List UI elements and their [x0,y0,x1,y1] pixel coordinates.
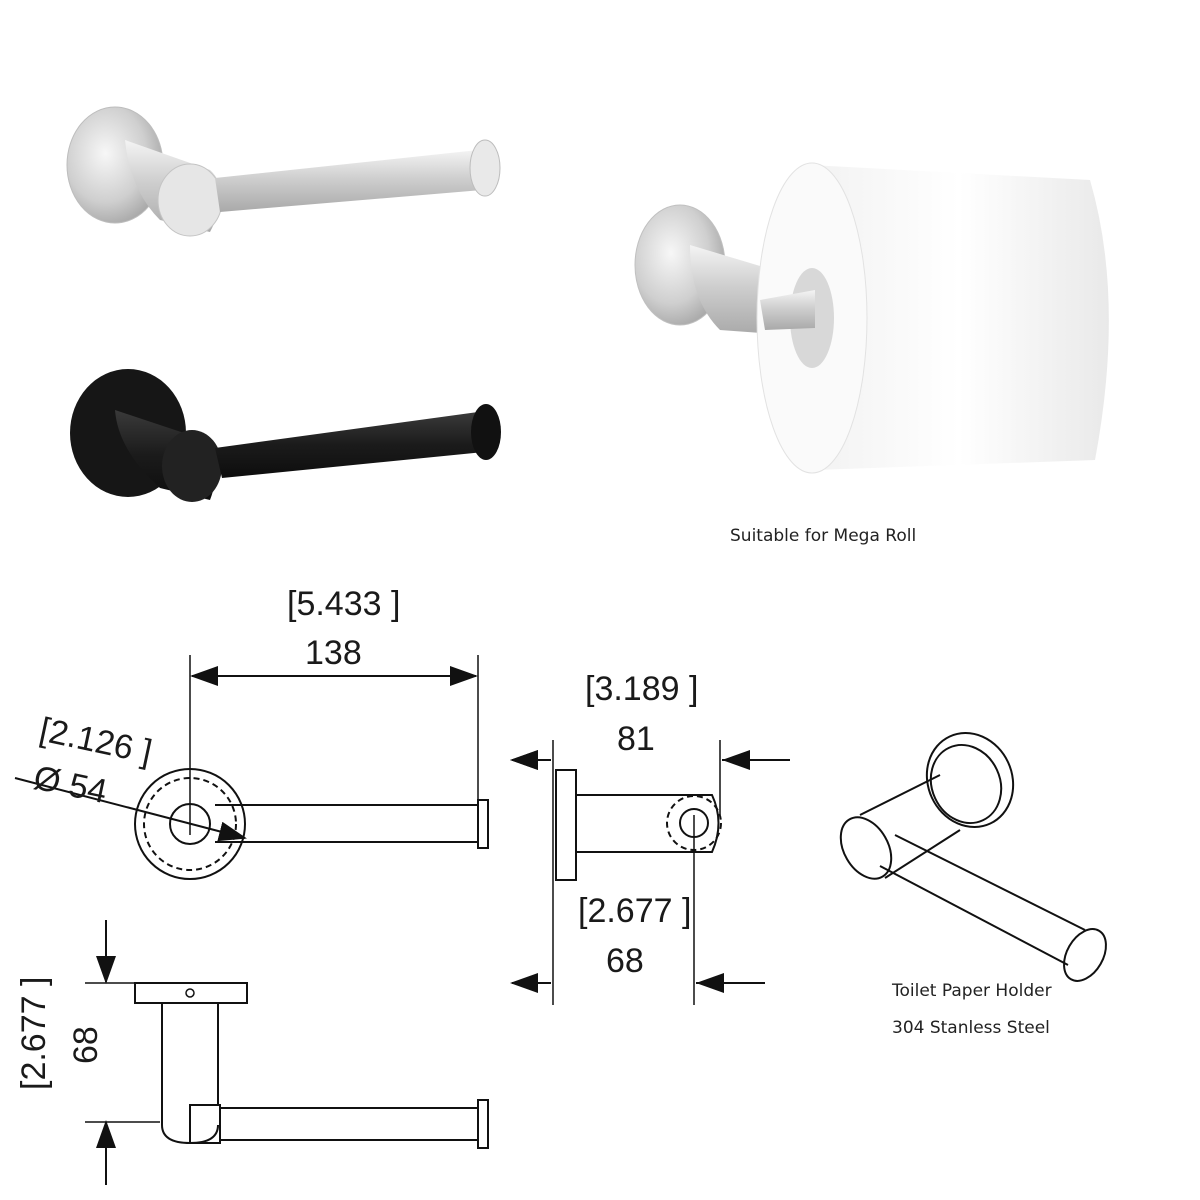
depth-inch-label: [3.189 ] [585,670,698,708]
black-holder-photo [70,369,501,502]
product-name-caption: Toilet Paper Holder [891,981,1052,1001]
diameter-mm-label: Ø 54 [30,759,110,811]
isometric-line-drawing [839,732,1107,982]
side-view-drawing [510,740,790,1005]
length-inch-label: [5.433 ] [287,585,400,623]
front-view-drawing [14,655,489,880]
depth-mm-label: 81 [617,720,655,758]
chrome-holder-photo [66,106,501,237]
offset-inch-label: [2.677 ] [578,892,691,930]
height-mm-label: 68 [67,1026,105,1064]
top-view-drawing [85,920,489,1185]
offset-mm-label: 68 [606,942,644,980]
length-mm-label: 138 [305,634,362,672]
material-caption: 304 Stanless Steel [892,1018,1050,1038]
roll-caption: Suitable for Mega Roll [730,526,916,546]
height-inch-label: [2.677 ] [15,977,53,1090]
mega-roll-photo [634,162,1109,474]
